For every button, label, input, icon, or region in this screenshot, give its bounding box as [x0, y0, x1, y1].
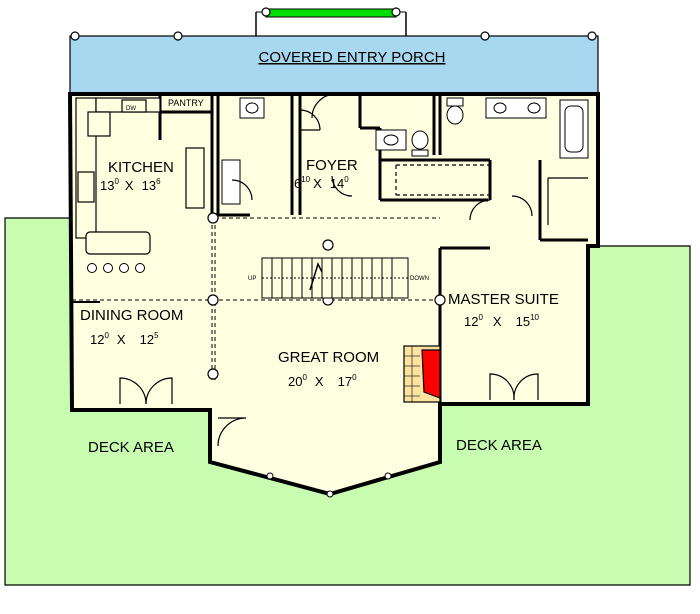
stairs — [261, 257, 409, 299]
bath-fixtures — [221, 97, 589, 205]
bar-stools — [87, 263, 145, 273]
porch-posts — [70, 7, 597, 41]
hearth-tiles — [404, 346, 420, 402]
master-suite-label: MASTER SUITE — [448, 291, 559, 308]
foyer-label: FOYER — [306, 157, 358, 174]
porch-label: COVERED ENTRY PORCH — [259, 49, 446, 66]
deck-area-left-label: DECK AREA — [88, 439, 174, 456]
kitchen-label: KITCHEN — [108, 159, 174, 176]
stairs-up-label: UP — [248, 276, 256, 282]
dining-label: DINING ROOM — [80, 307, 183, 324]
great-room-label: GREAT ROOM — [278, 349, 379, 366]
bay-window-posts — [266, 472, 392, 498]
deck-area-right-label: DECK AREA — [456, 437, 542, 454]
stairs-down-label: DOWN — [410, 276, 429, 282]
dishwasher-label: DW — [126, 106, 136, 112]
roof-accent-bar — [265, 8, 397, 18]
pantry-label: PANTRY — [168, 98, 204, 108]
doors — [119, 93, 539, 447]
kitchen-counters — [75, 97, 205, 255]
fireplace-firebox — [421, 349, 441, 399]
column-posts — [207, 212, 446, 380]
porch-area-shape — [69, 35, 599, 95]
